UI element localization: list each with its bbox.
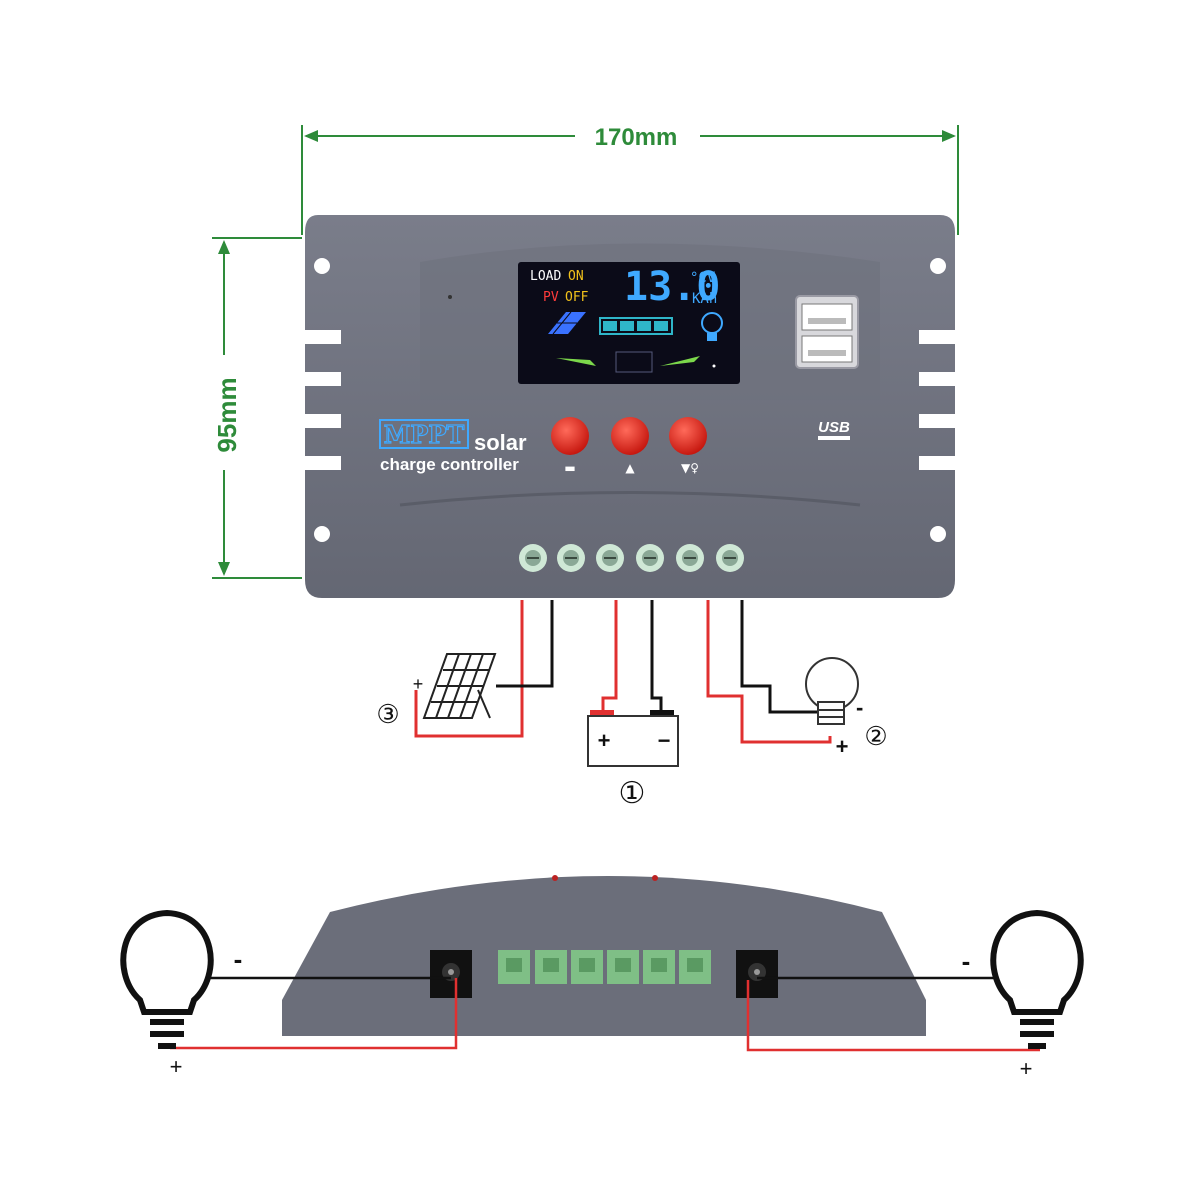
width-label: 170mm [595, 124, 678, 151]
unit-bottom: KAh [692, 291, 717, 307]
left-minus-label: - [234, 944, 243, 974]
lcd-solar-icon [548, 311, 586, 335]
left-plus-label: + [170, 1054, 183, 1079]
control-buttons: ▬ ▲ ▼♀ [551, 417, 707, 475]
brand-line2: charge controller [380, 455, 519, 474]
right-dc-jack[interactable] [736, 950, 778, 998]
left-bulb-icon [120, 909, 214, 1049]
mount-hole-icon [314, 258, 330, 274]
panel-number: ③ [376, 699, 399, 729]
terminal-screw[interactable] [636, 544, 664, 572]
unit-top: °CV [690, 270, 716, 286]
down-bulb-icon: ▼♀ [681, 461, 699, 475]
panel-plus-label: + [413, 674, 424, 694]
height-dimension: 95mm [212, 237, 302, 579]
load-plus-label: + [836, 734, 849, 759]
load-minus-label: - [856, 695, 863, 720]
battery-plus-label: + [598, 728, 611, 753]
up-button[interactable] [611, 417, 649, 455]
left-vents [305, 330, 341, 470]
lcd-screen: LOAD ON PV OFF 13.0 °CV KAh [518, 262, 740, 384]
load-number: ② [864, 721, 887, 751]
battery-button[interactable] [551, 417, 589, 455]
battery-minus-label: − [658, 728, 671, 753]
height-label: 95mm [212, 377, 242, 452]
terminal-screw[interactable] [557, 544, 585, 572]
pv-state: OFF [565, 290, 589, 305]
brand-badge: MPPT [384, 420, 465, 449]
branding: MPPT solar charge controller [379, 419, 527, 474]
battery-number: ① [619, 777, 646, 810]
width-dimension: 170mm [301, 124, 959, 235]
bottom-wires [170, 976, 1040, 1052]
load-state: ON [568, 269, 584, 284]
load-bulb-icon [805, 657, 859, 725]
lcd-battery-icon [599, 317, 673, 335]
controller-bottom-view [282, 875, 926, 1036]
terminal-screw[interactable] [596, 544, 624, 572]
right-plus-label: + [1020, 1056, 1033, 1081]
usb-port-2[interactable] [801, 335, 853, 363]
lcd-battery-outline-icon [615, 351, 653, 373]
terminal-block [519, 544, 744, 572]
usb-port-1[interactable] [801, 303, 853, 331]
left-dc-jack[interactable] [430, 950, 472, 998]
solar-panel-icon [422, 653, 497, 719]
right-minus-label: - [962, 946, 971, 976]
right-bulb-icon [990, 909, 1084, 1049]
lcd-reading: 13.0 [624, 264, 720, 310]
usb-label: USB [818, 419, 850, 436]
usb-ports[interactable] [795, 295, 859, 369]
lcd-bulb-icon [701, 312, 723, 341]
mount-hole-icon [930, 258, 946, 274]
battery-icon: ▬ [564, 461, 575, 475]
wires [414, 600, 832, 744]
bottom-terminals [498, 950, 711, 984]
terminal-screw[interactable] [716, 544, 744, 572]
pv-label: PV [543, 290, 559, 305]
mount-hole-icon [314, 526, 330, 542]
down-bulb-button[interactable] [669, 417, 707, 455]
mount-hole-icon [930, 526, 946, 542]
up-arrow-icon: ▲ [625, 461, 635, 475]
terminal-screw[interactable] [676, 544, 704, 572]
right-vents [919, 330, 955, 470]
load-label: LOAD [530, 269, 561, 284]
brand-line1: solar [474, 430, 527, 455]
lcd-flow-arrows [556, 356, 700, 366]
battery-drawing-icon [587, 710, 679, 767]
terminal-screw[interactable] [519, 544, 547, 572]
usb-plug-icon [818, 436, 850, 440]
